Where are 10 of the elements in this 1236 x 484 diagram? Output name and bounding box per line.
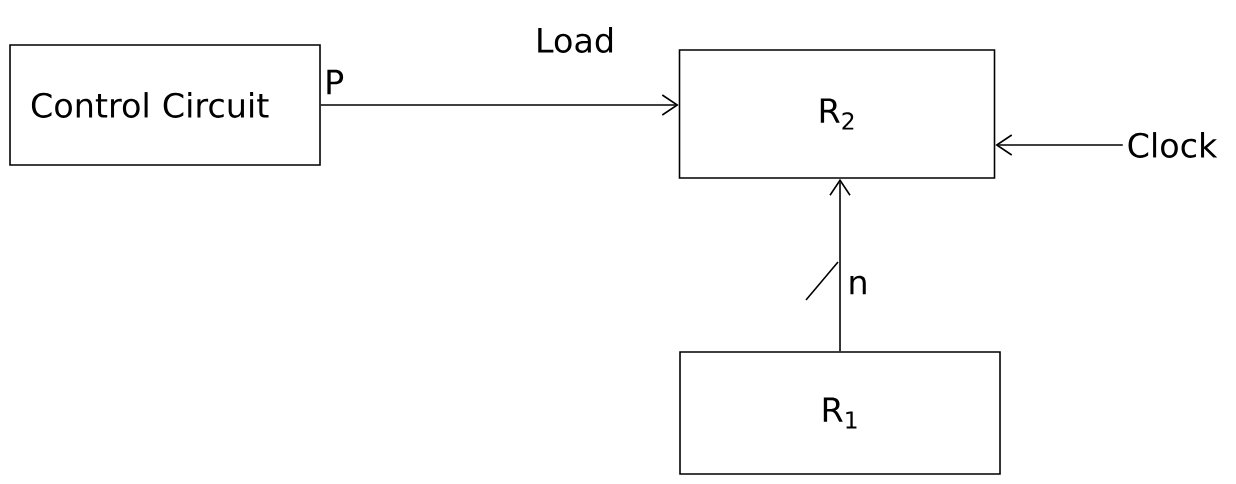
arrow [320,94,679,116]
register-box: R$_{2}$ [678,49,996,179]
arrow [829,178,851,352]
arrow [995,134,1124,156]
port-label: P [327,69,344,95]
signal-label: Clock [1128,132,1218,158]
edge-label: Load [533,25,617,55]
circuit-box: Control Circuit [9,44,321,166]
register-box: R$_{1}$ [679,351,1001,475]
edge-label: n [845,273,871,297]
